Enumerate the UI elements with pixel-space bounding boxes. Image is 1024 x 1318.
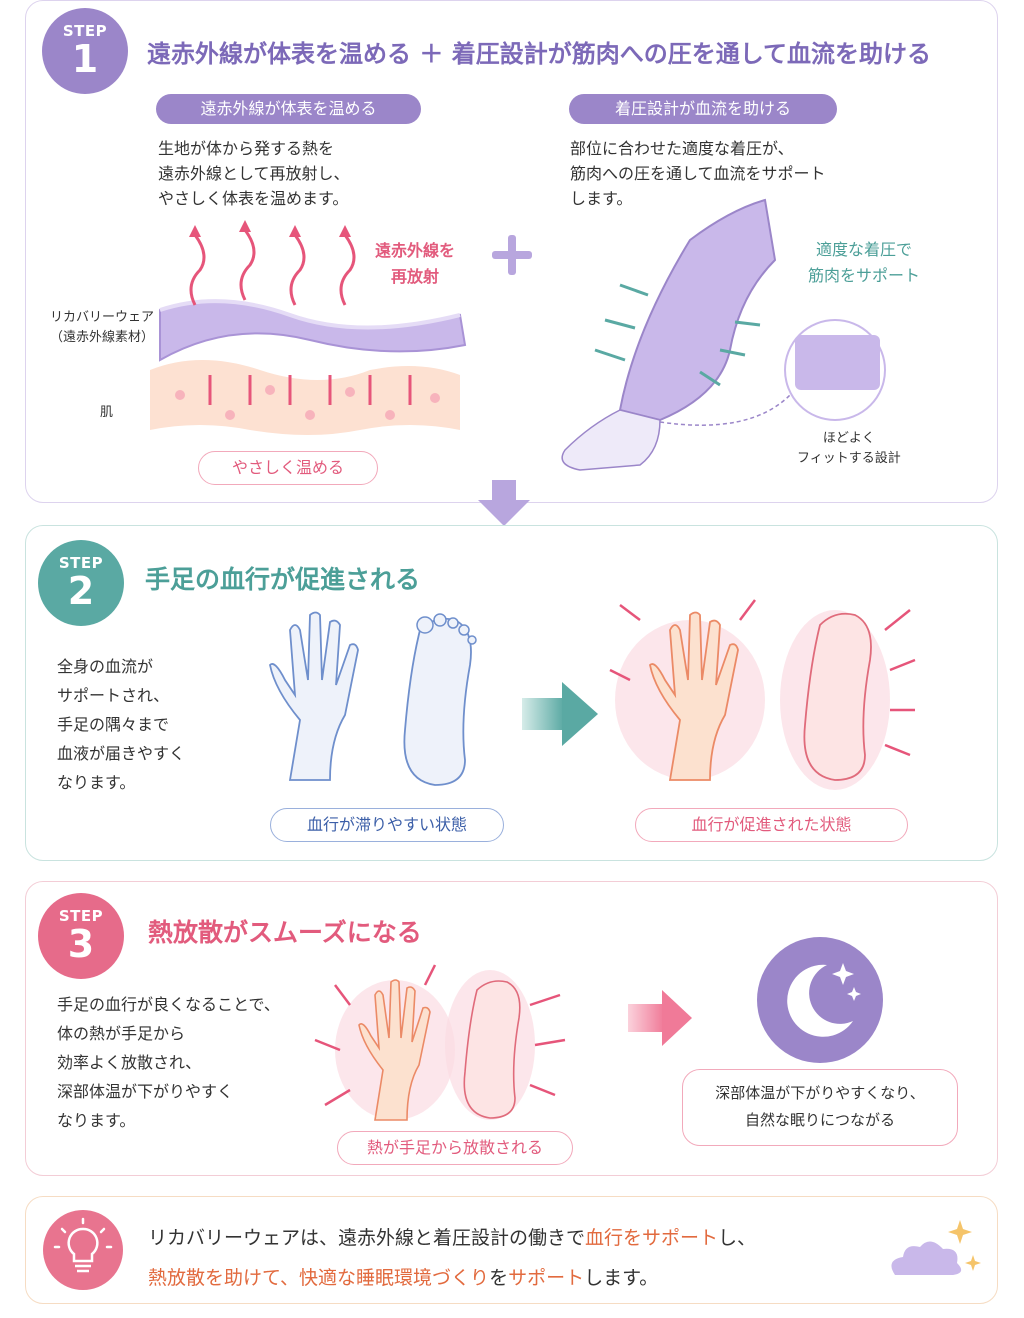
step2-badge-label: STEP xyxy=(58,554,104,572)
far-infrared-subheading: 遠赤外線が体表を温める xyxy=(156,94,421,124)
step3-badge-label: STEP xyxy=(58,907,104,925)
step3-badge-number: 3 xyxy=(67,922,95,966)
step3-badge: STEP 3 xyxy=(38,893,124,979)
warm-gently-pill: やさしく温める xyxy=(198,451,378,485)
skin-label: 肌 xyxy=(100,405,114,420)
support-label: 適度な着圧で 筋肉をサポート xyxy=(808,240,921,285)
down-arrow-icon xyxy=(478,480,530,526)
sleep-result-box: 深部体温が下がりやすくなり、 自然な眠りにつながる xyxy=(682,1069,958,1146)
step2-text: 全身の血流が サポートされ、 手足の隅々まで 血液が届きやすく なります。 xyxy=(57,657,186,792)
fit-label: ほどよく フィットする設計 xyxy=(797,431,901,466)
cloud-sparkle-icon xyxy=(891,1220,981,1275)
summary-line-1: リカバリーウェアは、遠赤外線と着圧設計の働きで血行をサポートし、 xyxy=(148,1218,756,1258)
before-state-pill: 血行が滞りやすい状態 xyxy=(270,808,504,842)
right-arrow-icon xyxy=(522,682,598,746)
compression-text: 部位に合わせた適度な着圧が、 筋肉への圧を通して血流をサポート します。 xyxy=(570,139,826,208)
fabric-skin-illustration xyxy=(150,220,467,435)
summary-line2-highlight: 熱放散を助けて、快適な睡眠環境づくり xyxy=(148,1267,490,1289)
pink-right-arrow-icon xyxy=(628,990,692,1046)
summary-line2-b: を xyxy=(489,1267,509,1289)
step3-text: 手足の血行が良くなることで、 体の熱が手足から 効率よく放散され、 深部体温が下… xyxy=(57,995,280,1130)
summary-line1-c: し、 xyxy=(718,1227,757,1249)
step2-title: 手足の血行が促進される xyxy=(145,565,421,594)
lightbulb-icon xyxy=(43,1210,123,1290)
warm-hand-foot-illustration xyxy=(609,599,916,790)
step3-title: 熱放散がスムーズになる xyxy=(148,918,422,947)
summary-line2-d: します。 xyxy=(584,1267,659,1289)
step1-title: 遠赤外線が体表を温める ＋ 着圧設計が筋肉への圧を通して血流を助ける xyxy=(147,40,931,68)
cold-hand-foot-illustration xyxy=(269,611,477,786)
step1-badge-label: STEP xyxy=(62,22,108,40)
step2-badge: STEP 2 xyxy=(38,540,124,626)
summary-card xyxy=(25,1196,998,1304)
fabric-label: リカバリーウェア （遠赤外線素材） xyxy=(50,310,155,345)
far-infrared-text: 生地が体から発する熱を 遠赤外線として再放射し、 やさしく体表を温めます。 xyxy=(158,139,350,208)
plus-icon xyxy=(492,235,532,275)
summary-text: リカバリーウェアは、遠赤外線と着圧設計の働きで血行をサポートし、 熱放散を助けて… xyxy=(148,1218,756,1298)
step1-badge: STEP 1 xyxy=(42,8,128,94)
compression-subheading: 着圧設計が血流を助ける xyxy=(569,94,837,124)
reradiate-label: 遠赤外線を 再放射 xyxy=(375,241,456,286)
summary-line1-highlight: 血行をサポート xyxy=(585,1227,719,1249)
summary-line-2: 熱放散を助けて、快適な睡眠環境づくりをサポートします。 xyxy=(148,1258,756,1298)
summary-line2-highlight-2: サポート xyxy=(508,1267,585,1289)
summary-line1-a: リカバリーウェアは、遠赤外線と着圧設計の働きで xyxy=(148,1227,586,1249)
heat-dissipation-illustration xyxy=(314,964,566,1121)
compression-leg-illustration xyxy=(561,198,886,471)
moon-icon xyxy=(757,937,883,1063)
step2-badge-number: 2 xyxy=(67,569,95,613)
after-state-pill: 血行が促進された状態 xyxy=(635,808,908,842)
heat-dissipation-pill: 熱が手足から放散される xyxy=(337,1131,573,1165)
step1-badge-number: 1 xyxy=(71,37,99,81)
